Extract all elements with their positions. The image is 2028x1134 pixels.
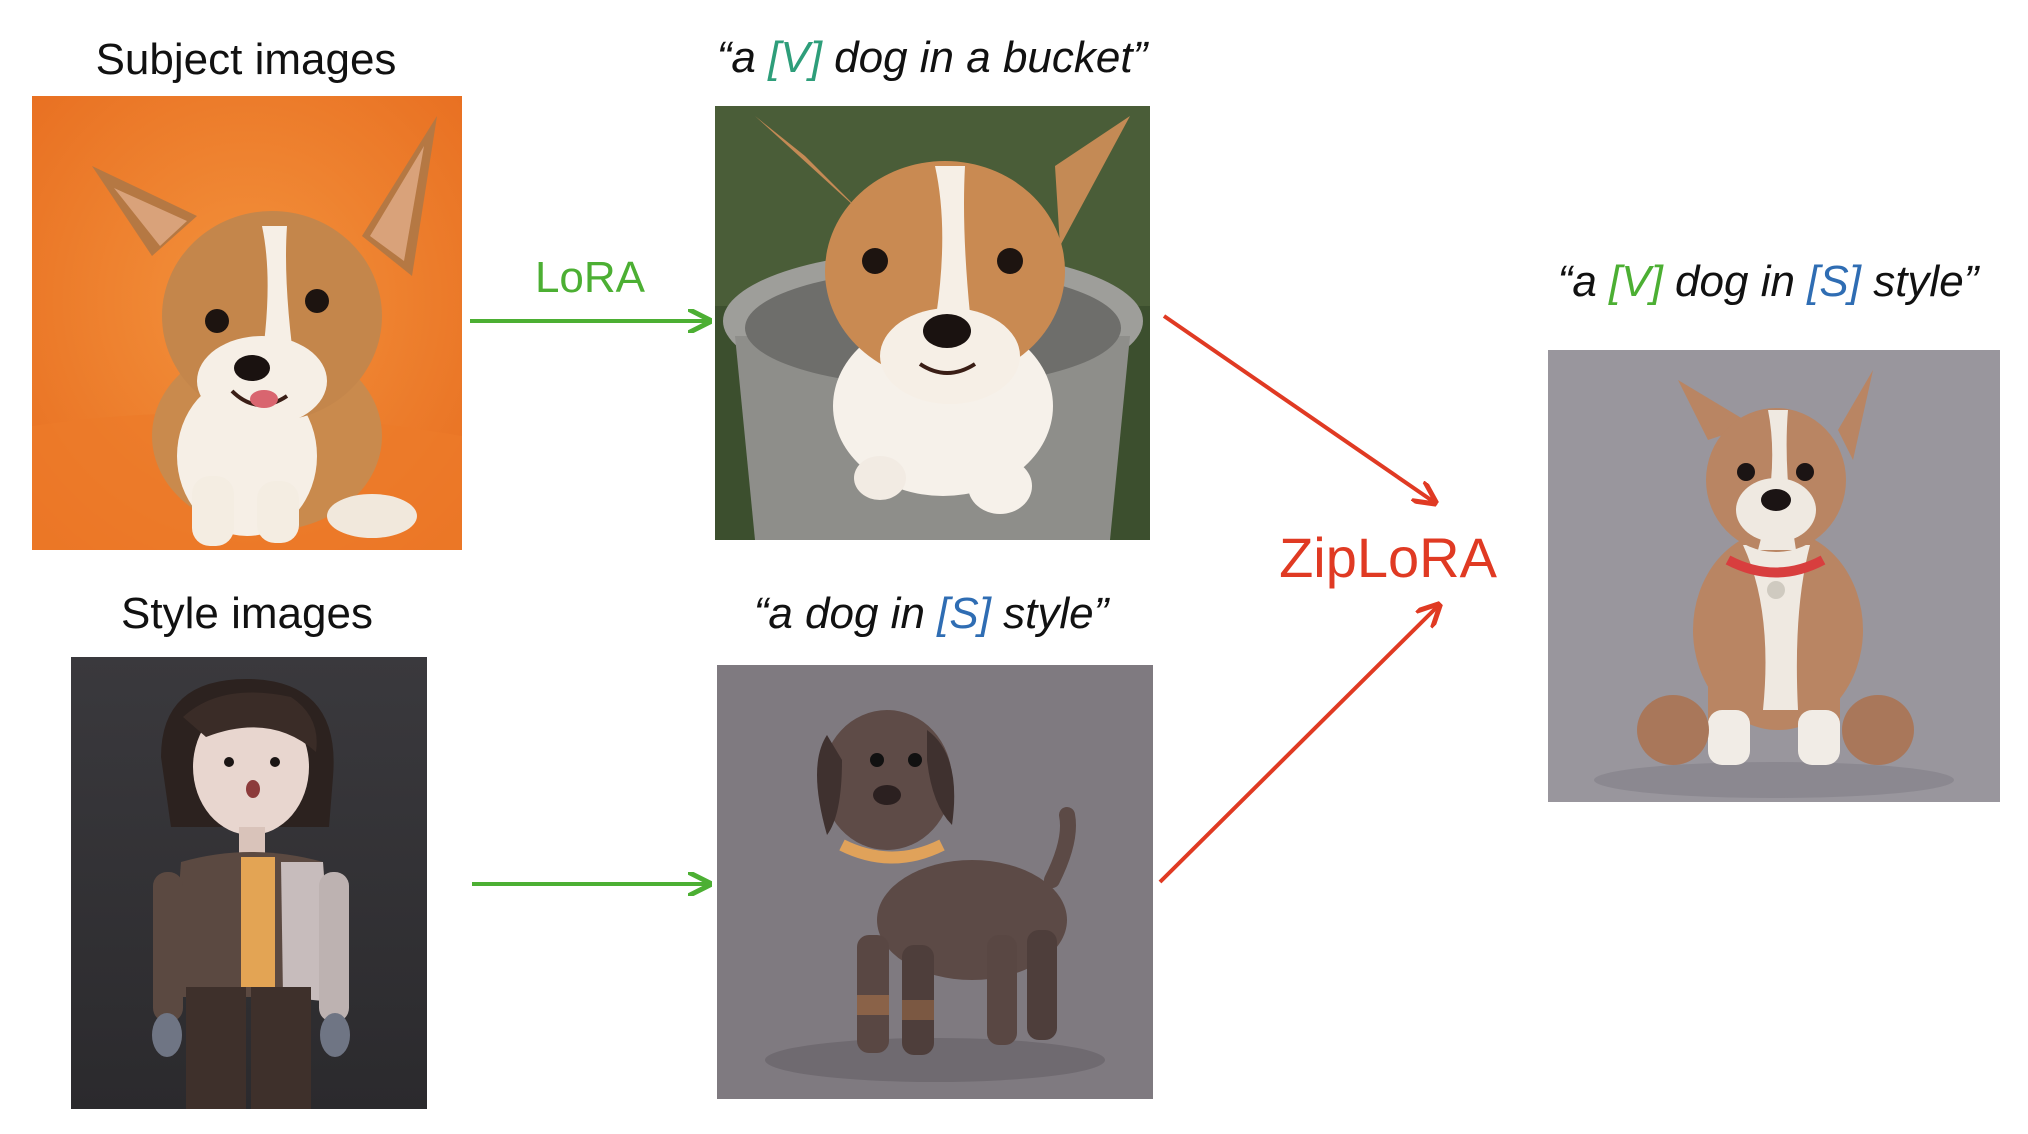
- merge-arrow-style: [1160, 606, 1438, 882]
- merge-arrow-subject: [1164, 316, 1434, 502]
- lora-label: LoRA: [535, 256, 645, 300]
- ziplora-label: ZipLoRA: [1279, 530, 1497, 586]
